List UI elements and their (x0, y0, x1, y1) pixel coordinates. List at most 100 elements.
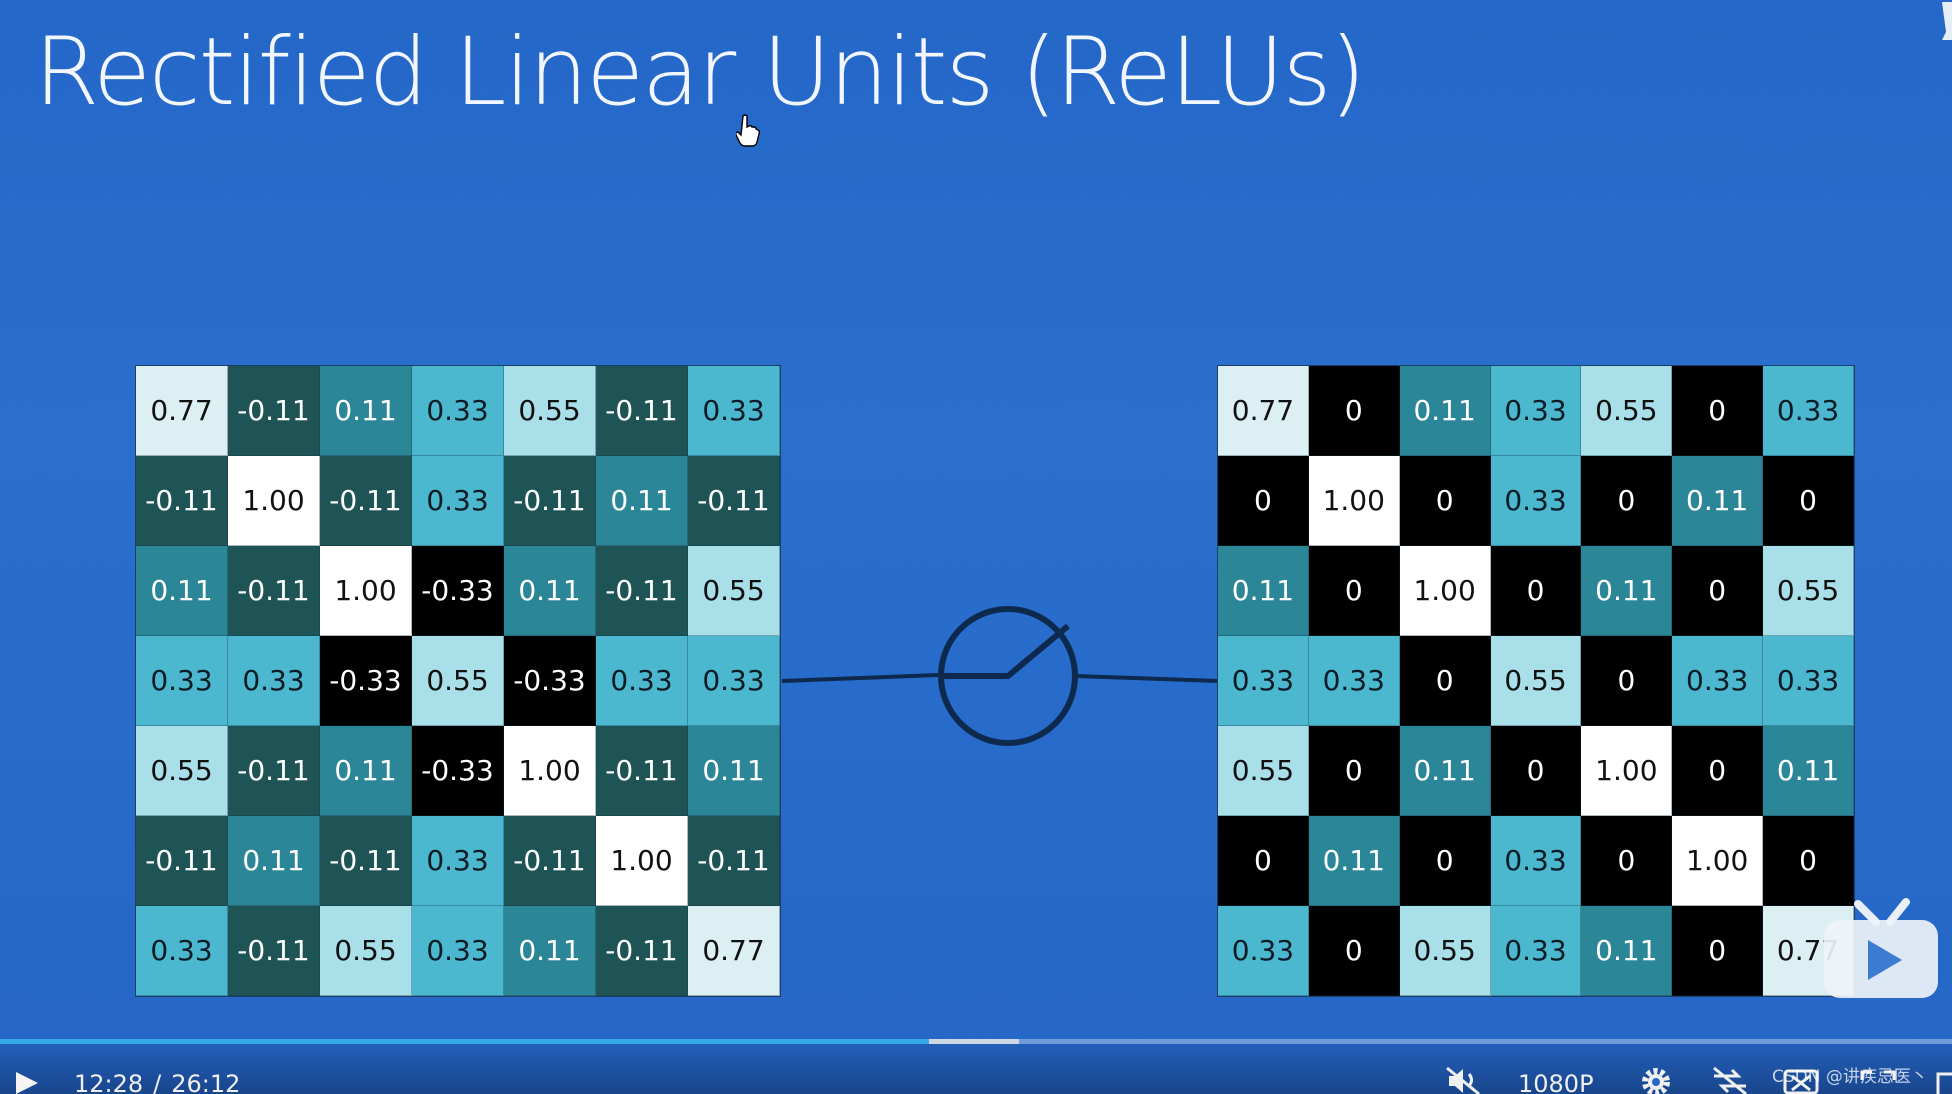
output-cell: 0.11 (1581, 546, 1673, 636)
output-cell: 0.33 (1763, 636, 1854, 726)
input-cell: 0.11 (320, 726, 412, 816)
input-cell: -0.33 (504, 636, 596, 726)
input-cell: 0.33 (412, 906, 504, 996)
input-cell: 0.11 (320, 366, 412, 456)
input-cell: 0.33 (688, 636, 780, 726)
input-cell: -0.11 (596, 546, 688, 636)
input-cell: -0.11 (228, 906, 320, 996)
input-cell: -0.11 (228, 726, 320, 816)
input-cell: -0.11 (320, 816, 412, 906)
slide-title: Rectified Linear Units (ReLUs) (34, 18, 1366, 127)
input-cell: 0.11 (688, 726, 780, 816)
input-cell: 1.00 (504, 726, 596, 816)
output-cell: 0.33 (1490, 456, 1582, 546)
output-cell: 0 (1490, 726, 1582, 816)
output-cell: 0 (1581, 636, 1673, 726)
bookmark-icon[interactable] (1938, 2, 1952, 40)
input-cell: 0.55 (688, 546, 780, 636)
input-cell: 0.11 (504, 906, 596, 996)
input-cell: 1.00 (320, 546, 412, 636)
output-cell: 0.11 (1308, 816, 1400, 906)
play-icon[interactable] (12, 1070, 42, 1094)
progress-buffered (929, 1039, 1019, 1044)
output-cell: 0.33 (1308, 636, 1400, 726)
output-cell: 0.33 (1490, 906, 1582, 996)
output-cell: 0 (1218, 456, 1309, 546)
input-cell: 0.33 (688, 366, 780, 456)
output-cell: 0 (1399, 456, 1491, 546)
progress-played (0, 1039, 930, 1044)
input-cell: 0.33 (412, 816, 504, 906)
connector-right (1074, 674, 1219, 683)
output-cell: 0.55 (1490, 636, 1582, 726)
output-cell: 0.11 (1763, 726, 1854, 816)
output-cell: 0 (1399, 816, 1491, 906)
output-cell: 0.11 (1399, 366, 1491, 456)
input-cell: -0.11 (596, 906, 688, 996)
output-cell: 1.00 (1581, 726, 1673, 816)
output-cell: 0.55 (1581, 366, 1673, 456)
output-cell: 0 (1581, 816, 1673, 906)
input-cell: 0.33 (596, 636, 688, 726)
output-cell: 0 (1581, 456, 1673, 546)
input-cell: -0.11 (504, 456, 596, 546)
output-cell: 0.33 (1672, 636, 1764, 726)
input-cell: 0.33 (136, 636, 228, 726)
input-cell: 0.55 (136, 726, 228, 816)
output-cell: 0.55 (1399, 906, 1491, 996)
relu-curve (941, 623, 1070, 679)
time-display: 12:28 / 26:12 (74, 1070, 240, 1094)
input-cell: 0.11 (504, 546, 596, 636)
input-cell: 0.11 (136, 546, 228, 636)
input-cell: 0.77 (688, 906, 780, 996)
output-cell: 0 (1218, 816, 1309, 906)
input-cell: 0.11 (228, 816, 320, 906)
mute-icon[interactable] (1443, 1066, 1485, 1094)
input-cell: -0.33 (412, 726, 504, 816)
output-cell: 0 (1672, 546, 1764, 636)
total-time: 26:12 (171, 1070, 241, 1094)
output-cell: 0 (1763, 456, 1854, 546)
output-cell: 0 (1672, 726, 1764, 816)
input-cell: -0.11 (320, 456, 412, 546)
input-cell: -0.11 (228, 546, 320, 636)
pip-icon[interactable] (1782, 1068, 1820, 1094)
gear-icon[interactable] (1636, 1066, 1676, 1094)
output-cell: 0.11 (1672, 456, 1764, 546)
input-cell: -0.11 (596, 726, 688, 816)
output-cell: 0.55 (1763, 546, 1854, 636)
hand-cursor-icon (736, 114, 760, 147)
output-cell: 0.77 (1218, 366, 1309, 456)
output-cell: 1.00 (1399, 546, 1491, 636)
loop-icon[interactable] (1708, 1066, 1752, 1094)
output-cell: 0.33 (1218, 906, 1309, 996)
output-cell: 0 (1308, 366, 1400, 456)
time-separator: / (153, 1070, 162, 1094)
quality-button[interactable]: 1080P (1518, 1070, 1594, 1094)
input-cell: -0.33 (412, 546, 504, 636)
progress-bar[interactable] (0, 1039, 1952, 1044)
input-cell: -0.33 (320, 636, 412, 726)
output-cell: 0 (1672, 366, 1764, 456)
input-cell: 0.55 (412, 636, 504, 726)
output-cell: 0 (1308, 906, 1400, 996)
output-cell: 0 (1763, 816, 1854, 906)
connector-left (781, 673, 939, 683)
input-cell: -0.11 (136, 456, 228, 546)
player-controls (0, 1044, 1952, 1094)
input-cell: 1.00 (228, 456, 320, 546)
fullscreen-icon[interactable] (1858, 1068, 1898, 1094)
output-cell: 0.33 (1218, 636, 1309, 726)
input-cell: -0.11 (688, 816, 780, 906)
input-cell: 0.33 (412, 456, 504, 546)
edge-control-icon[interactable] (1934, 1068, 1952, 1094)
output-cell: 0 (1399, 636, 1491, 726)
tv-logo-icon[interactable] (1820, 898, 1942, 1006)
input-cell: 0.55 (504, 366, 596, 456)
input-cell: 0.11 (596, 456, 688, 546)
output-cell: 0.33 (1490, 366, 1582, 456)
output-cell: 0.33 (1490, 816, 1582, 906)
output-cell: 0 (1308, 726, 1400, 816)
